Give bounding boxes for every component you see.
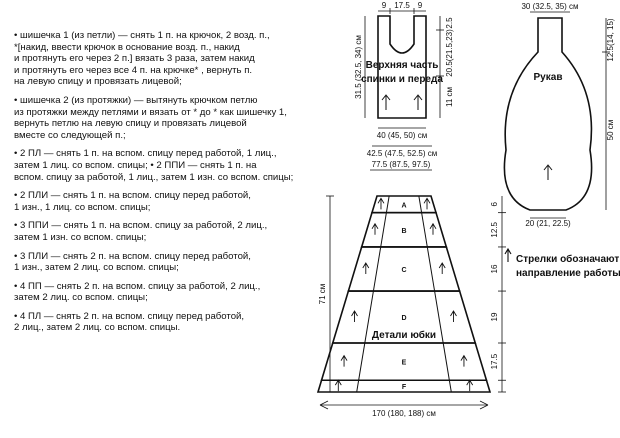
skirt-panel-line xyxy=(364,290,374,344)
bodice-label-line2: спинки и переда xyxy=(361,74,443,85)
sleeve-label: Рукав xyxy=(534,72,563,83)
arrow-up-icon xyxy=(362,262,370,275)
arrow-up-icon xyxy=(423,197,431,210)
bodice-height-label: 31.5 (32.5, 34) см xyxy=(354,35,363,99)
legend-line: 1 изн., затем 2 лиц. со вспом. спицы; xyxy=(14,262,179,274)
bodice-hem-label: 42.5 (47.5, 52.5) см xyxy=(367,149,437,158)
legend-text: • шишечка 1 (из петли) — снять 1 п. на к… xyxy=(14,30,314,341)
arrow-up-icon xyxy=(450,310,457,323)
legend-line: • 2 ПЛИ — снять 1 п. на вспом. спицу пер… xyxy=(14,190,251,202)
legend-line: 1 изн., 1 лиц. со вспом. спицы; xyxy=(14,201,151,213)
skirt-segment-letter: B xyxy=(401,228,406,235)
legend-item: • 4 ПП — снять 2 п. на вспом. спицу за р… xyxy=(14,281,314,304)
arrow-up-icon xyxy=(429,222,437,235)
arrow-up-icon xyxy=(466,379,474,392)
skirt-height-label: 71 см xyxy=(318,284,327,305)
skirt-segment-letter: A xyxy=(401,202,406,209)
skirt-segment-letter: D xyxy=(401,315,406,322)
legend-line: • 4 ПП — снять 2 п. на вспом. спицу за р… xyxy=(14,280,261,292)
arrow-up-icon xyxy=(334,379,342,392)
bodice-top-mid-label: 17.5 xyxy=(394,1,410,10)
arrow-up-icon xyxy=(340,354,348,367)
arrow-up-icon xyxy=(543,164,553,180)
legend-line: • шишечка 1 (из петли) — снять 1 п. на к… xyxy=(14,30,270,41)
arrow-up-icon xyxy=(381,94,391,110)
legend-item: • шишечка 2 (из протяжки) — вытянуть крю… xyxy=(14,95,314,141)
skirt-panel-line xyxy=(442,342,450,381)
skirt-panel-line xyxy=(385,195,390,213)
legend-line: • шишечка 2 (из протяжки) — вытянуть крю… xyxy=(14,94,258,106)
legend-line: и протянуть его через все 4 п. на крючке… xyxy=(14,64,253,76)
legend-line: затем 1 изн. со вспом. спицы; xyxy=(14,231,147,243)
skirt-segment-height-label: 17.5 xyxy=(490,353,499,369)
legend-line: вернуть петлю на левую спицу и провязать… xyxy=(14,118,247,130)
skirt-panel-line xyxy=(448,380,452,393)
bodice-outline xyxy=(377,15,427,119)
sleeve-length-label: 50 см xyxy=(606,120,615,141)
bodice-top-left-label: 9 xyxy=(382,1,387,10)
bodice-piece xyxy=(364,8,444,147)
skirt-segment-letter: E xyxy=(402,360,407,367)
legend-line: на левую спицу и провязать лицевой; xyxy=(14,76,182,88)
legend-line: из протяжки между петлями и вязать от * … xyxy=(14,106,287,118)
sleeve-top-label: 30 (32.5, 35) см xyxy=(521,2,578,11)
legend-item: • 4 ПЛ — снять 2 п. на вспом. спицу пере… xyxy=(14,311,314,334)
skirt-segment-letter: C xyxy=(401,267,406,274)
legend-line: • 3 ППИ — снять 1 п. на вспом. спицу за … xyxy=(14,220,268,232)
legend-line: и протянуть его через 2 п.] вязать 3 раз… xyxy=(14,53,255,65)
skirt-label: Детали юбки xyxy=(372,329,436,341)
skirt-segment-height-label: 16 xyxy=(490,264,499,273)
legend-line: • 2 ПЛ — снять 1 п. на вспом. спицу пере… xyxy=(14,148,277,160)
bodice-bottom-label: 40 (45, 50) см xyxy=(377,131,427,140)
arrow-up-icon xyxy=(377,197,385,210)
legend-line: *[накид, ввести крючок в основание возд.… xyxy=(14,41,240,53)
skirt-segment-height-label: 6 xyxy=(490,202,499,207)
arrow-up-icon xyxy=(371,222,379,235)
legend-line: • 4 ПЛ — снять 2 п. на вспом. спицу пере… xyxy=(14,310,245,322)
skirt-panel-line xyxy=(372,246,382,292)
skirt-panel-line xyxy=(426,246,436,292)
skirt-bottom-label: 170 (180, 188) см xyxy=(372,409,436,418)
bodice-right-bottom-label: 11 см xyxy=(445,87,454,107)
bodice-top-right-label: 9 xyxy=(418,1,423,10)
sleeve-cap-label: 12.5(14, 15) xyxy=(606,18,615,61)
legend-item: • шишечка 1 (из петли) — снять 1 п. на к… xyxy=(14,30,314,88)
skirt-panel-line xyxy=(356,380,360,393)
skirt-segment-f xyxy=(316,379,492,393)
skirt-panel-line xyxy=(418,195,423,213)
skirt-panel-line xyxy=(380,212,387,248)
legend-item: • 2 ПЛИ — снять 1 п. на вспом. спицу пер… xyxy=(14,190,314,213)
skirt-segment-letter: F xyxy=(402,384,407,391)
note-line2: направление работы xyxy=(516,267,620,279)
skirt-pieces: A 6B 12.5C 16D 19E 17.5F xyxy=(316,195,506,393)
skirt-top-label: 77.5 (87.5, 97.5) xyxy=(372,160,431,169)
skirt-panel-line xyxy=(421,212,428,248)
skirt-panel-line xyxy=(358,342,366,381)
legend-item: • 2 ПЛ — снять 1 п. на вспом. спицу пере… xyxy=(14,148,314,183)
legend-line: 2 лиц., затем 2 лиц. со вспом. спицы. xyxy=(14,322,181,334)
legend-line: вспом. спицу за работой, 1 лиц., затем 1… xyxy=(14,171,294,183)
arrow-up-icon xyxy=(460,354,468,367)
legend-item: • 3 ПЛИ — снять 2 п. на вспом. спицу пер… xyxy=(14,251,314,274)
bodice-label-line1: Верхняя часть xyxy=(366,60,439,71)
legend-line: вместе со следующей п.; xyxy=(14,129,126,141)
bodice-right-mid-label: 20.5(21.5,23) xyxy=(445,29,454,77)
legend-line: • 3 ПЛИ — снять 2 п. на вспом. спицу пер… xyxy=(14,250,251,262)
skirt-segment-height-label: 19 xyxy=(490,312,499,321)
skirt-segment-height-label: 12.5 xyxy=(490,221,499,237)
arrow-up-icon xyxy=(413,94,423,110)
arrow-up-icon xyxy=(504,247,512,262)
legend-item: • 3 ППИ — снять 1 п. на вспом. спицу за … xyxy=(14,220,314,243)
sleeve-piece xyxy=(503,11,610,219)
skirt-panel-line xyxy=(434,290,444,344)
bodice-right-top-label: 2.5 xyxy=(445,17,454,29)
sleeve-cuff-label: 20 (21, 22.5) xyxy=(525,219,571,228)
sleeve-outline xyxy=(503,17,593,211)
arrow-up-icon xyxy=(438,262,446,275)
legend-line: затем 1 лиц. со вспом. спицы; • 2 ППИ — … xyxy=(14,159,257,171)
legend-line: затем 2 лиц. со вспом. спицы; xyxy=(14,292,148,304)
arrow-up-icon xyxy=(351,310,358,323)
note-line1: Стрелки обозначают xyxy=(516,253,619,265)
